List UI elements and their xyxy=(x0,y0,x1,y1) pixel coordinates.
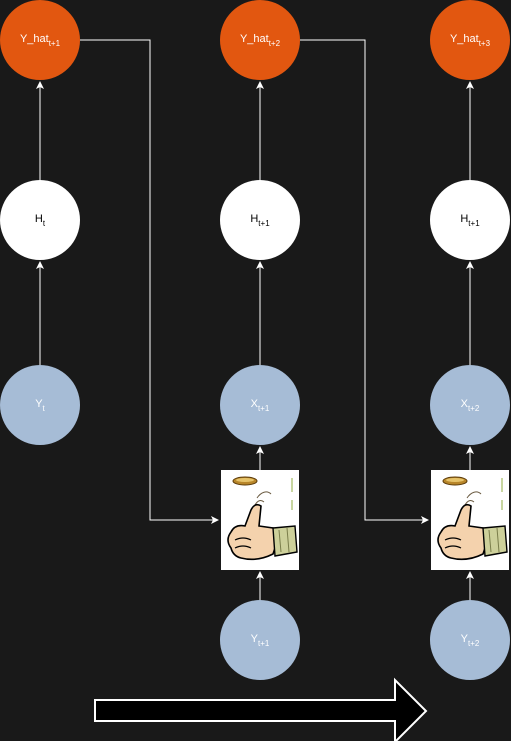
edge-yhat2-to-coin2 xyxy=(300,39,429,524)
node-label: Yt+1 xyxy=(250,632,270,648)
node-label: Ht xyxy=(34,212,46,228)
time-direction-arrow-icon xyxy=(94,677,428,741)
node-label: Ht+1 xyxy=(250,212,270,228)
node-y-t-plus-2: Yt+2 xyxy=(430,600,510,680)
node-y-t-plus-1: Yt+1 xyxy=(220,600,300,680)
edge-yhat1-to-coin1 xyxy=(80,39,219,524)
node-label: Yt xyxy=(35,397,45,413)
node-y-hat-t-plus-2: Y_hatt+2 xyxy=(220,0,300,80)
node-y-t: Yt xyxy=(0,365,80,445)
node-h-t-plus-1-b: Ht+1 xyxy=(430,180,510,260)
node-x-t-plus-1: Xt+1 xyxy=(220,365,300,445)
node-h-t-plus-1: Ht+1 xyxy=(220,180,300,260)
node-label: Yt+2 xyxy=(460,632,480,648)
node-label: Ht+1 xyxy=(460,212,480,228)
node-y-hat-t-plus-3: Y_hatt+3 xyxy=(430,0,510,80)
coin-flip-hand-icon xyxy=(431,470,509,570)
node-label: Y_hatt+2 xyxy=(239,32,281,48)
node-label: Y_hatt+1 xyxy=(19,32,61,48)
node-x-t-plus-2: Xt+2 xyxy=(430,365,510,445)
node-y-hat-t-plus-1: Y_hatt+1 xyxy=(0,0,80,80)
node-label: Xt+2 xyxy=(460,397,480,413)
node-h-t: Ht xyxy=(0,180,80,260)
node-label: Xt+1 xyxy=(250,397,270,413)
coin-flip-hand-icon xyxy=(221,470,299,570)
node-label: Y_hatt+3 xyxy=(449,32,491,48)
